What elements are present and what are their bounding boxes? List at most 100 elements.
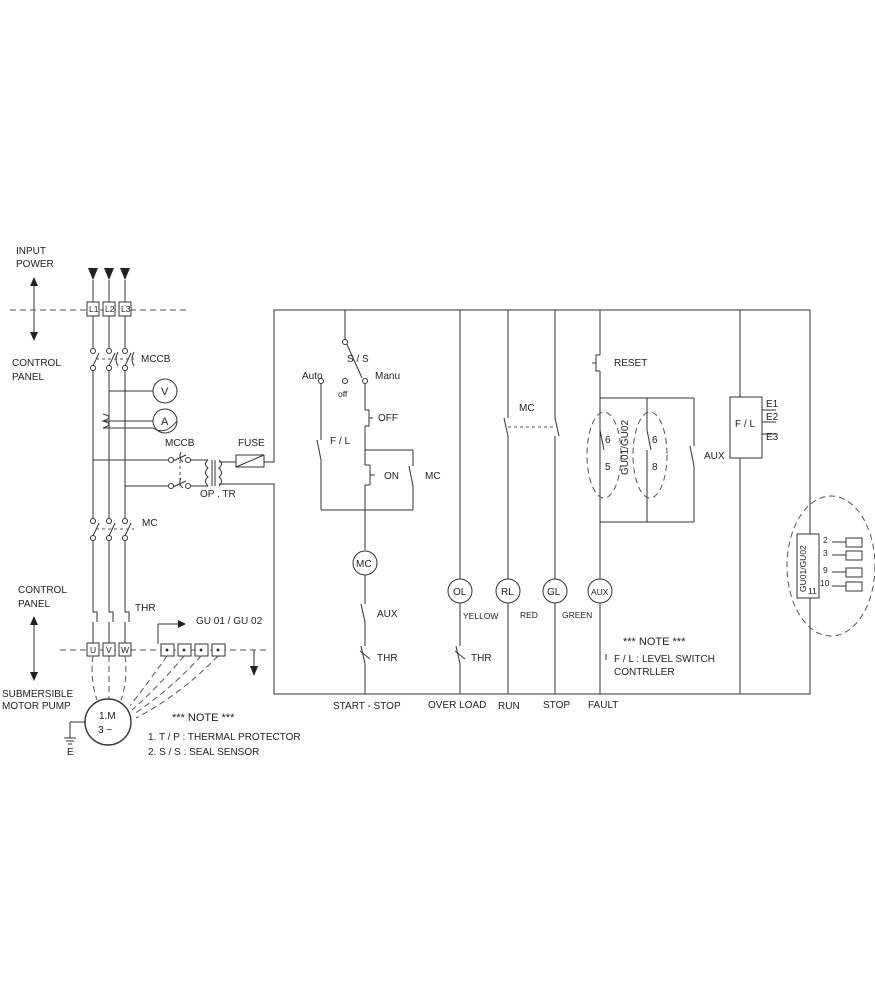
svg-text:AUX: AUX [377, 609, 398, 620]
svg-text:THR: THR [377, 653, 398, 664]
svg-text:GREEN: GREEN [562, 610, 592, 620]
svg-text:PANEL: PANEL [12, 372, 44, 383]
svg-text:FAULT: FAULT [588, 700, 618, 711]
fuse: FUSE [219, 438, 265, 468]
svg-text:E: E [67, 747, 74, 758]
svg-text:RED: RED [520, 610, 538, 620]
svg-text:AUX: AUX [704, 451, 725, 462]
svg-text:2. S / S : SEAL SENSOR: 2. S / S : SEAL SENSOR [148, 747, 259, 758]
svg-text:10: 10 [820, 578, 830, 588]
svg-text:2: 2 [823, 535, 828, 545]
svg-text:GL: GL [547, 587, 561, 598]
svg-text:MC: MC [519, 403, 535, 414]
terminal-l1: L1 [89, 304, 99, 314]
svg-text:GU 01 / GU 02: GU 01 / GU 02 [196, 616, 263, 627]
overload-branch: OL YELLOW THR [447, 310, 498, 694]
svg-text:RESET: RESET [614, 358, 647, 369]
control-panel-bottom-label: CONTROL PANEL [18, 585, 67, 610]
svg-text:CONTRLLER: CONTRLLER [614, 667, 675, 678]
svg-text:RUN: RUN [498, 701, 520, 712]
svg-text:THR: THR [471, 653, 492, 664]
svg-text:FUSE: FUSE [238, 438, 265, 449]
svg-text:OVER LOAD: OVER LOAD [428, 700, 486, 711]
svg-text:CONTROL: CONTROL [18, 585, 67, 596]
input-arrowheads [88, 268, 130, 280]
svg-text:F / L: F / L [330, 436, 350, 447]
main-mccb: MCCB [90, 348, 171, 371]
submersible-motor-pump-label: SUBMERSIBLE MOTOR PUMP [2, 689, 73, 712]
svg-text:8: 8 [652, 462, 658, 473]
svg-text:F / L: F / L [735, 419, 755, 430]
svg-text:OFF: OFF [378, 413, 398, 424]
svg-text:MCCB: MCCB [165, 438, 195, 449]
svg-text:11: 11 [808, 586, 817, 596]
terminal-l3: L3 [121, 304, 131, 314]
svg-text:9: 9 [823, 565, 828, 575]
arrow-control-panel [30, 616, 38, 681]
phase-wires [92, 280, 126, 348]
start-stop-circuit: S / S Auto off Manu F / L OFF ON MC MC A… [302, 310, 441, 694]
svg-text:STOP: STOP [543, 700, 570, 711]
svg-text:YELLOW: YELLOW [463, 611, 498, 621]
op-transformer: OP . TR [190, 459, 236, 500]
motor: 1.M 3 ~ [84, 698, 132, 746]
svg-text:*** NOTE ***: *** NOTE *** [623, 636, 686, 648]
svg-text:S / S: S / S [347, 354, 369, 365]
svg-text:START - STOP: START - STOP [333, 701, 401, 712]
svg-text:AUX: AUX [591, 587, 609, 597]
svg-text:MOTOR PUMP: MOTOR PUMP [2, 701, 71, 712]
feeder-wires [92, 371, 126, 518]
svg-text:MC: MC [142, 518, 158, 529]
motor-cables [91, 655, 219, 719]
svg-text:F / L : LEVEL SWITCH: F / L : LEVEL SWITCH [614, 654, 715, 665]
svg-text:U: U [90, 645, 96, 655]
gu-module: GU01/GU02 2 3 9 10 11 [786, 495, 875, 637]
svg-text:A: A [161, 416, 169, 428]
svg-text:PANEL: PANEL [18, 599, 50, 610]
thermal-relay: THR [92, 541, 156, 643]
voltmeter: V [109, 378, 178, 404]
svg-text:E1: E1 [766, 399, 779, 410]
svg-text:3: 3 [823, 548, 828, 558]
svg-text:MCCB: MCCB [141, 354, 171, 365]
svg-text:E2: E2 [766, 412, 779, 423]
svg-text:POWER: POWER [16, 259, 54, 270]
svg-text:GU01/GU02: GU01/GU02 [620, 420, 631, 475]
svg-text:MC: MC [425, 471, 441, 482]
arrow-input-power [30, 277, 38, 341]
svg-text:6: 6 [652, 435, 658, 446]
svg-text:SUBMERSIBLE: SUBMERSIBLE [2, 689, 73, 700]
control-supply-wires [219, 309, 811, 695]
level-switch-controller: F / L E1 E2 E3 [729, 310, 779, 694]
svg-text:INPUT: INPUT [16, 246, 46, 257]
svg-text:GU01/GU02: GU01/GU02 [798, 545, 808, 592]
svg-text:THR: THR [135, 603, 156, 614]
motor-terminal-block: U V W [86, 642, 132, 657]
control-mccb: MCCB [93, 438, 195, 489]
input-terminal-block: L1 L2 L3 [86, 301, 132, 317]
earth-symbol: E [64, 721, 86, 758]
svg-text:V: V [161, 386, 169, 398]
svg-text:Manu: Manu [375, 371, 400, 382]
svg-text:off: off [338, 389, 348, 399]
svg-text:OL: OL [453, 587, 467, 598]
control-panel-top-label: CONTROL PANEL [12, 358, 61, 383]
input-power-label: INPUT POWER [16, 246, 54, 270]
svg-text:RL: RL [501, 587, 514, 598]
svg-text:CONTROL: CONTROL [12, 358, 61, 369]
note-right: *** NOTE *** F / L : LEVEL SWITCH CONTRL… [605, 636, 715, 678]
svg-text:V: V [106, 645, 112, 655]
svg-text:*** NOTE ***: *** NOTE *** [172, 712, 235, 724]
svg-text:W: W [121, 645, 129, 655]
svg-text:OP . TR: OP . TR [200, 489, 236, 500]
note-left: *** NOTE *** 1. T / P : THERMAL PROTECTO… [148, 712, 301, 758]
svg-text:6: 6 [605, 435, 611, 446]
svg-text:Auto: Auto [302, 371, 323, 382]
branch-labels: START - STOP OVER LOAD RUN STOP FAULT [333, 700, 618, 712]
svg-text:MC: MC [356, 559, 372, 570]
svg-text:ON: ON [384, 471, 399, 482]
run-stop-branches: MC RL RED GL GREEN [495, 310, 592, 694]
svg-text:1.M: 1.M [99, 711, 116, 722]
terminal-l2: L2 [105, 304, 115, 314]
